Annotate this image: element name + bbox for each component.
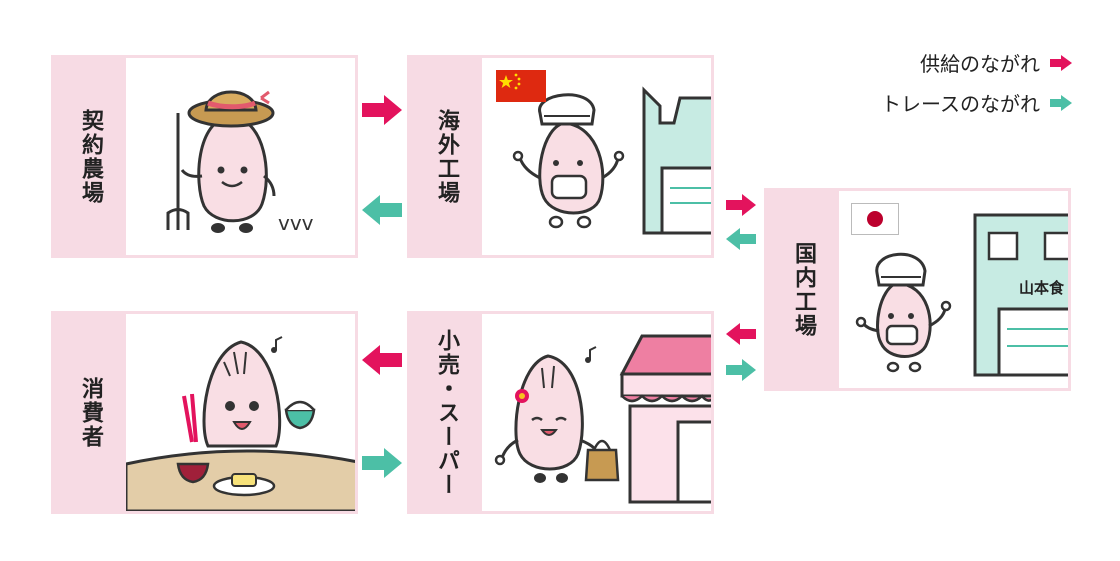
node-consumer: 消費者 [51,311,358,514]
farm-grass-text: vvv [278,211,314,235]
legend-supply-label: 供給のながれ [920,52,1040,76]
node-farm-label: 契約農場 [78,108,103,205]
trace-arrow-icon [1050,94,1072,111]
node-overseas-label-box: 海外工場 [410,58,482,255]
trace-arrow-consumer-to-retail [362,448,402,478]
node-consumer-label: 消費者 [78,376,103,449]
china-flag-icon [496,70,546,102]
overseas-illustration [482,58,711,255]
domestic-sign-text: 山本食 [1019,279,1065,297]
domestic-illustration: 山本食 [839,191,1068,388]
supply-arrow-icon [1050,54,1072,71]
trace-arrow-overseas-to-farm [362,195,402,225]
legend-trace-label: トレースのながれ [881,92,1040,116]
trace-arrow-domestic-to-overseas [726,228,756,250]
node-overseas: 海外工場 [407,55,714,258]
node-farm: 契約農場 vvv [51,55,358,258]
node-consumer-label-box: 消費者 [54,314,126,511]
retail-illustration [482,314,711,511]
node-farm-label-box: 契約農場 [54,58,126,255]
supply-arrow-domestic-to-retail [726,323,756,345]
supply-arrow-overseas-to-domestic [726,194,756,216]
supply-arrow-retail-to-consumer [362,345,402,375]
trace-arrow-retail-to-domestic [726,359,756,381]
node-retail-label-box: 小売・スーパー [410,314,482,511]
supply-arrow-farm-to-overseas [362,95,402,125]
node-overseas-label: 海外工場 [434,108,459,205]
japan-flag-icon [851,203,899,235]
consumer-illustration [126,314,355,511]
node-domestic-label-box: 国内工場 [767,191,839,388]
node-domestic: 国内工場 山本食 [764,188,1071,391]
node-retail-label: 小売・スーパー [434,328,459,497]
node-retail: 小売・スーパー [407,311,714,514]
node-domestic-label: 国内工場 [791,241,816,338]
farm-illustration: vvv [126,58,355,255]
legend-trace: トレースのながれ [881,88,1072,117]
legend-supply: 供給のながれ [920,48,1072,77]
